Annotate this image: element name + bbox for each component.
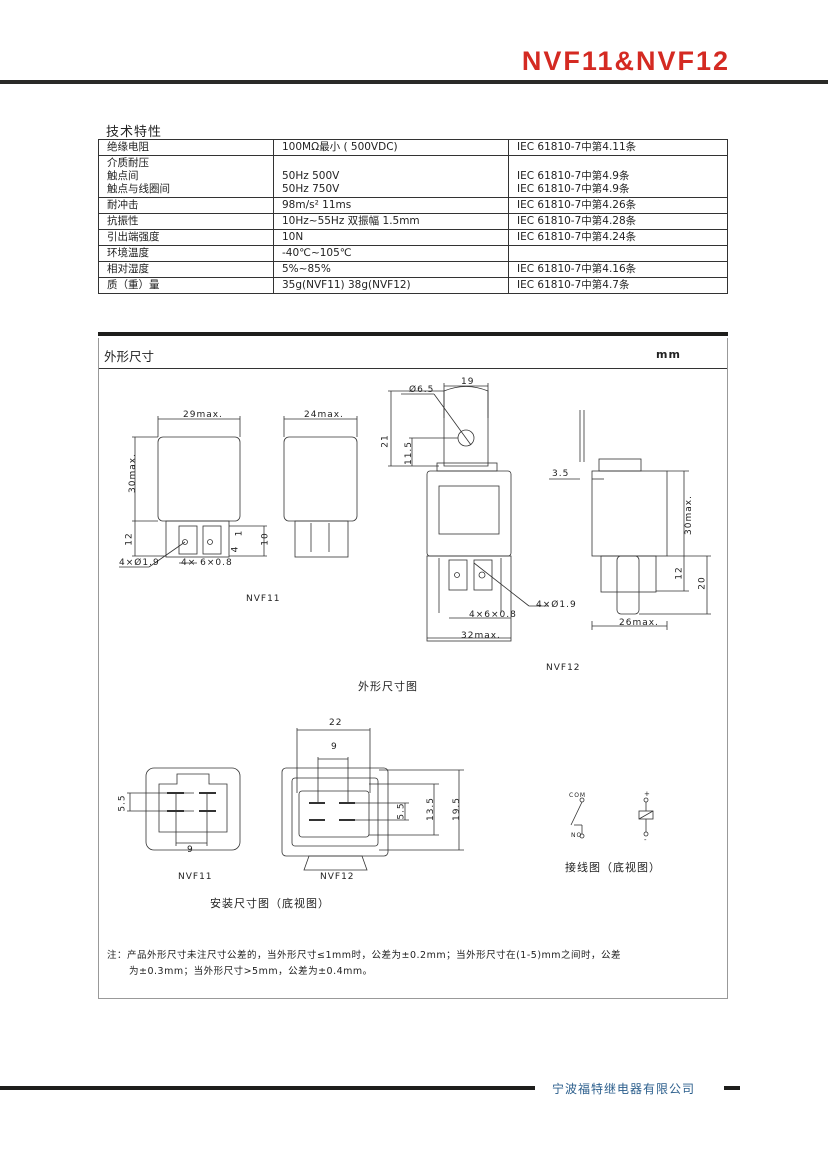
spec-name: 环境温度 <box>98 245 274 262</box>
nvf11-mount-label: NVF11 <box>178 872 213 882</box>
nvf12-mount-inner-h: 13.5 <box>426 796 437 822</box>
footer-dash <box>724 1086 740 1090</box>
wiring-com-label: COM <box>569 792 587 799</box>
nvf11-dim-10: 10 <box>260 532 271 546</box>
product-title: NVF11&NVF12 <box>521 46 730 76</box>
nvf12-front-drawing <box>388 383 549 642</box>
spec-standard: IEC 61810-7中第4.7条 <box>508 277 728 294</box>
nvf12-terminal-dim: 4×6×0.8 <box>469 610 517 620</box>
nvf12-mount-outer-h: 19.5 <box>452 796 463 822</box>
dimensions-panel: 外形尺寸 mm <box>98 338 728 999</box>
spec-standard: IEC 61810-7中第4.16条 <box>508 261 728 278</box>
spec-value: 98m/s² 11ms <box>273 197 509 214</box>
unit-label: mm <box>656 348 681 361</box>
nvf12-offset-dim: 3.5 <box>552 469 570 479</box>
nvf12-bracket-hole-dim: Ø6.5 <box>409 385 435 395</box>
spec-standard <box>508 245 728 262</box>
nvf12-depth-dim: 26max. <box>619 618 659 628</box>
nvf11-height-dim: 30max. <box>127 453 138 493</box>
company-name: 宁波福特继电器有限公司 <box>552 1082 696 1096</box>
nvf12-bracket-height-dim: 21 <box>380 434 391 448</box>
spec-name: 抗振性 <box>98 213 274 230</box>
nvf12-label: NVF12 <box>546 663 581 673</box>
spec-name: 质（重）量 <box>98 277 274 294</box>
nvf12-pin-dim: 12 <box>674 566 685 580</box>
spec-value: 100MΩ最小 ( 500VDC) <box>273 139 509 156</box>
spec-value: -40℃~105℃ <box>273 245 509 262</box>
spec-name: 绝缘电阻 <box>98 139 274 156</box>
spec-value: 35g(NVF11) 38g(NVF12) <box>273 277 509 294</box>
nvf11-hole-dim: 4×Ø1.9 <box>119 558 160 568</box>
nvf12-side-drawing <box>549 410 711 630</box>
nvf11-dim-1: 1 <box>234 529 245 537</box>
spec-name: 相对湿度 <box>98 261 274 278</box>
nvf12-width-dim: 32max. <box>461 631 501 641</box>
dimension-drawings <box>119 383 711 871</box>
nvf12-hole-height-dim: 11.5 <box>404 440 415 466</box>
wiring-no-label: NO <box>571 832 583 839</box>
nvf11-label: NVF11 <box>246 594 281 604</box>
nvf11-pin-dim: 12 <box>124 532 135 546</box>
nvf12-total-pin-dim: 20 <box>697 576 708 590</box>
nvf11-dim-4: 4 <box>230 545 241 553</box>
wiring-minus-label: - <box>644 836 648 844</box>
spec-value: 10N <box>273 229 509 246</box>
footer-rule <box>0 1086 535 1090</box>
nvf12-hole-dim: 4×Ø1.9 <box>536 600 577 610</box>
spec-standard: IEC 61810-7中第4.26条 <box>508 197 728 214</box>
spec-name: 耐冲击 <box>98 197 274 214</box>
nvf12-mount-pitch-y: 5.5 <box>396 802 407 820</box>
nvf11-mount-drawing <box>127 767 241 851</box>
nvf12-mount-pitch-x: 9 <box>331 742 338 752</box>
outline-caption: 外形尺寸图 <box>358 680 418 693</box>
nvf11-width-dim: 29max. <box>183 410 223 420</box>
note-line-1: 注：产品外形尺寸未注尺寸公差的，当外形尺寸≤1mm时，公差为±0.2mm；当外形… <box>107 950 622 961</box>
spec-value: 5%~85% <box>273 261 509 278</box>
spec-name: 引出端强度 <box>98 229 274 246</box>
note-line-2: 为±0.3mm；当外形尺寸>5mm，公差为±0.4mm。 <box>129 966 373 977</box>
nvf11-depth-dim: 24max. <box>304 410 344 420</box>
tech-specs-title: 技术特性 <box>106 125 163 140</box>
header-rule <box>0 80 828 84</box>
section-rule <box>98 332 728 336</box>
mount-caption: 安装尺寸图（底视图） <box>210 897 330 910</box>
tolerance-note: 注：产品外形尺寸未注尺寸公差的，当外形尺寸≤1mm时，公差为±0.2mm；当外形… <box>107 948 621 980</box>
spec-value: 50Hz 500V 50Hz 750V <box>273 155 509 198</box>
dimensions-header: 外形尺寸 mm <box>99 338 727 369</box>
nvf12-mount-drawing <box>281 728 464 871</box>
spec-value: 10Hz~55Hz 双振幅 1.5mm <box>273 213 509 230</box>
nvf12-bracket-width-dim: 19 <box>461 377 475 387</box>
wiring-caption: 接线图（底视图） <box>565 861 661 874</box>
spec-row: 环境温度-40℃~105℃ <box>98 245 728 262</box>
spec-standard: IEC 61810-7中第4.9条 IEC 61810-7中第4.9条 <box>508 155 728 198</box>
wiring-plus-label: + <box>644 790 651 798</box>
spec-row: 介质耐压 触点间 触点与线圈间 50Hz 500V 50Hz 750V IEC … <box>98 155 728 198</box>
dimensions-title: 外形尺寸 <box>104 349 155 364</box>
nvf11-side-drawing <box>283 416 358 558</box>
nvf11-front-drawing <box>119 416 267 568</box>
spec-standard: IEC 61810-7中第4.24条 <box>508 229 728 246</box>
nvf12-height-dim: 30max. <box>683 495 694 535</box>
nvf11-mount-pitch-y: 5.5 <box>117 794 128 812</box>
spec-name: 介质耐压 触点间 触点与线圈间 <box>98 155 274 198</box>
nvf11-mount-pitch-x: 9 <box>187 845 194 855</box>
wiring-drawing <box>570 797 654 839</box>
nvf12-mount-outer: 22 <box>329 718 343 728</box>
nvf11-terminal-dim: 4× 6×0.8 <box>181 558 233 568</box>
nvf12-mount-label: NVF12 <box>320 872 355 882</box>
spec-standard: IEC 61810-7中第4.28条 <box>508 213 728 230</box>
spec-standard: IEC 61810-7中第4.11条 <box>508 139 728 156</box>
